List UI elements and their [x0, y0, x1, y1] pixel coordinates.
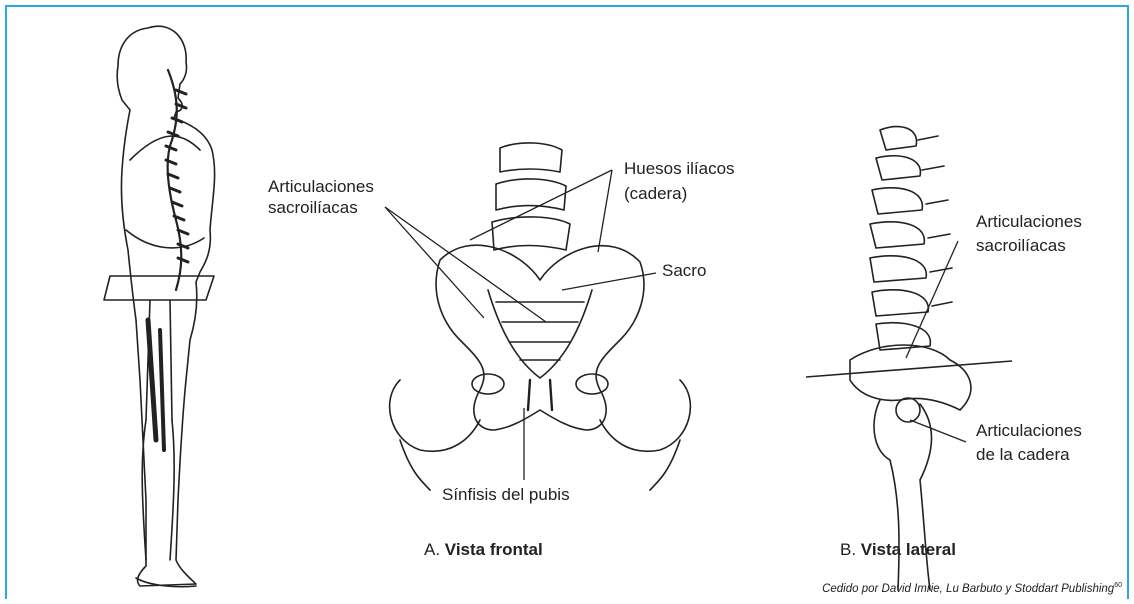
label-iliac-line1: Huesos ilíacos — [624, 158, 735, 180]
label-pubic-symphysis: Sínfisis del pubis — [442, 484, 570, 506]
standing-figure — [104, 26, 215, 587]
label-iliac-line2: (cadera) — [624, 183, 687, 205]
caption-b-title: Vista lateral — [861, 540, 956, 559]
credit-ref: 60 — [1114, 582, 1122, 589]
caption-a-prefix: A. — [424, 540, 440, 559]
caption-b-prefix: B. — [840, 540, 856, 559]
label-sacroiliac-front-line1: Articulaciones — [268, 176, 374, 198]
label-sacroiliac-front-line2: sacroilíacas — [268, 197, 358, 219]
figure-spine — [166, 70, 188, 290]
caption-a: A. Vista frontal — [424, 540, 543, 560]
label-hip-joints-line2: de la cadera — [976, 444, 1070, 466]
credit-line: Cedido por David Imrie, Lu Barbuto y Sto… — [822, 582, 1122, 595]
caption-a-title: Vista frontal — [445, 540, 543, 559]
label-sacrum: Sacro — [662, 260, 706, 282]
lateral-reference-line — [806, 361, 1012, 377]
label-hip-joints-line1: Articulaciones — [976, 420, 1082, 442]
credit-text: Cedido por David Imrie, Lu Barbuto y Sto… — [822, 583, 1114, 595]
label-sacroiliac-lateral-line1: Articulaciones — [976, 211, 1082, 233]
caption-b: B. Vista lateral — [840, 540, 956, 560]
spine-lateral-view — [850, 127, 971, 590]
label-sacroiliac-lateral-line2: sacroilíacas — [976, 235, 1066, 257]
